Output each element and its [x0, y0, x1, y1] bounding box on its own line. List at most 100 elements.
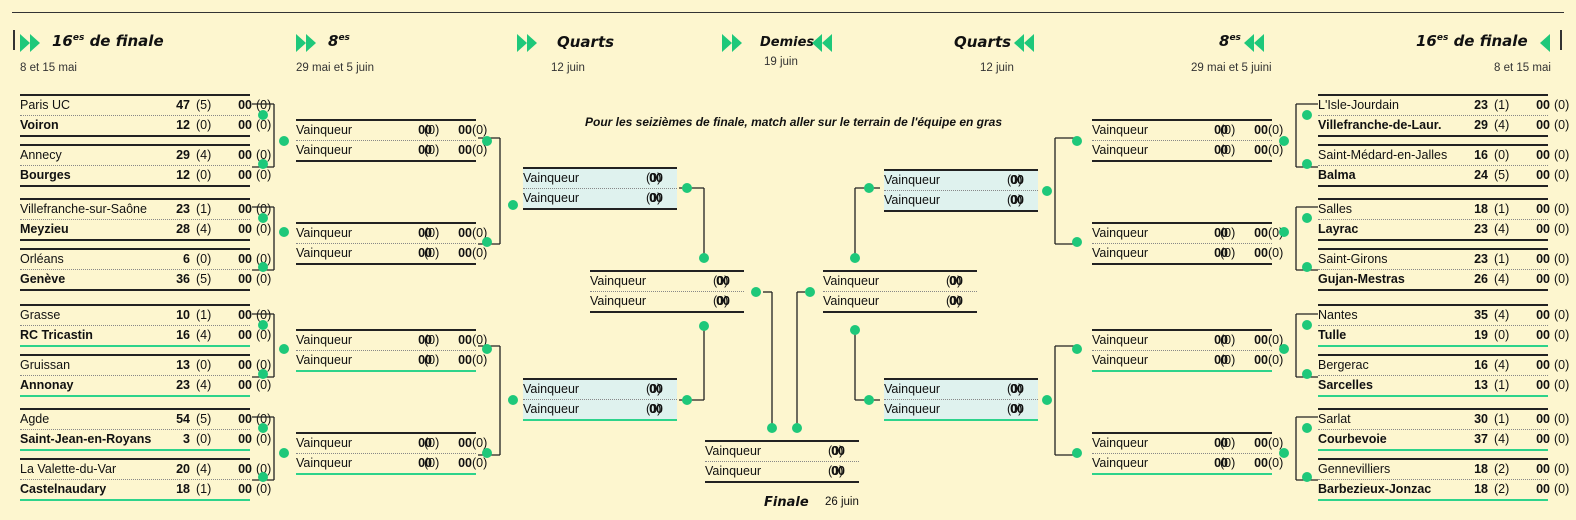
team-name: Tulle — [1318, 328, 1347, 342]
team-name: Villefranche-de-Laur. — [1318, 118, 1442, 132]
second-score-detail: (0) — [1554, 308, 1570, 322]
second-score: 00 — [1536, 118, 1550, 132]
score-detail: (0) — [424, 436, 440, 450]
score-detail: (4) — [1494, 118, 1510, 132]
advance-dot — [850, 253, 860, 263]
team-name: Vainqueur — [296, 143, 353, 157]
score: 00 — [1214, 226, 1228, 240]
header-quarts-left-date: 12 juin — [551, 62, 585, 74]
second-score-detail: (0) — [1268, 353, 1284, 367]
score: 23 — [176, 202, 190, 216]
score: 10 — [176, 308, 190, 322]
header-demies: Demies — [760, 35, 815, 50]
advance-dot — [508, 395, 518, 405]
right-edge-bar — [1560, 30, 1562, 50]
second-score: 00 — [1254, 246, 1268, 260]
team-name: Vainqueur — [1092, 246, 1149, 260]
second-score-detail: (0) — [256, 358, 272, 372]
quarts-left-arrows — [517, 34, 537, 52]
second-score: 00 — [1254, 226, 1268, 240]
score-detail: (0) — [1007, 173, 1023, 187]
second-score: 00 — [458, 226, 472, 240]
team-name: Vainqueur — [523, 382, 580, 396]
second-score: 00 — [238, 412, 252, 426]
play-right-icon — [527, 34, 537, 52]
team-name: Vainqueur — [823, 294, 880, 308]
advance-dot — [699, 321, 709, 331]
advance-dot — [1302, 262, 1312, 272]
score-detail: (0) — [1220, 246, 1236, 260]
team-name: Gruissan — [20, 358, 71, 372]
score: 13 — [176, 358, 190, 372]
second-score: 00 — [458, 353, 472, 367]
score-detail: (0) — [424, 123, 440, 137]
second-score: 00 — [458, 333, 472, 347]
score-detail: (4) — [1494, 358, 1510, 372]
team-name: Vainqueur — [296, 226, 353, 240]
team-name: Vainqueur — [823, 274, 880, 288]
team-name: Vainqueur — [1092, 143, 1149, 157]
score: 36 — [176, 272, 190, 286]
score-detail: (0) — [424, 246, 440, 260]
team-name: Vainqueur — [884, 402, 941, 416]
second-score-detail: (0) — [1554, 272, 1570, 286]
second-score: 00 — [1536, 168, 1550, 182]
team-name: Vainqueur — [590, 294, 647, 308]
score: 00 — [1010, 402, 1024, 416]
second-score: 00 — [1254, 353, 1268, 367]
team-name: Vainqueur — [1092, 436, 1149, 450]
team-name: Gujan-Mestras — [1318, 272, 1405, 286]
team-name: Sarcelles — [1318, 378, 1373, 392]
advance-dot — [279, 448, 289, 458]
score: 18 — [176, 482, 190, 496]
advance-dot — [850, 325, 860, 335]
score-detail: (2) — [1494, 462, 1510, 476]
second-score-detail: (0) — [256, 222, 272, 236]
score-detail: (0) — [1220, 353, 1236, 367]
second-score-detail: (0) — [256, 202, 272, 216]
second-score-detail: (0) — [472, 456, 488, 470]
score: 00 — [418, 123, 432, 137]
score: 3 — [183, 432, 190, 446]
score: 00 — [716, 294, 730, 308]
round8-left-arrows — [296, 34, 316, 52]
score: 35 — [1474, 308, 1488, 322]
score: 00 — [649, 382, 663, 396]
score: 00 — [418, 143, 432, 157]
play-right-icon — [732, 34, 742, 52]
second-score: 00 — [238, 272, 252, 286]
advance-dot — [1072, 237, 1082, 247]
demies-right-arrows — [812, 34, 832, 52]
team-name: Vainqueur — [296, 333, 353, 347]
second-score-detail: (0) — [256, 308, 272, 322]
final-date: 26 juin — [825, 496, 859, 508]
score-detail: (4) — [1494, 222, 1510, 236]
score: 24 — [1474, 168, 1488, 182]
score: 18 — [1474, 202, 1488, 216]
play-right-icon — [517, 34, 527, 52]
team-name: Vainqueur — [1092, 333, 1149, 347]
score-detail: (0) — [1220, 226, 1236, 240]
header-16-right-date: 8 et 15 mai — [1494, 62, 1551, 74]
team-name: Paris UC — [20, 98, 71, 112]
second-score-detail: (0) — [472, 143, 488, 157]
team-name: Bergerac — [1318, 358, 1369, 372]
score-detail: (0) — [1220, 333, 1236, 347]
play-left-icon — [1024, 34, 1034, 52]
